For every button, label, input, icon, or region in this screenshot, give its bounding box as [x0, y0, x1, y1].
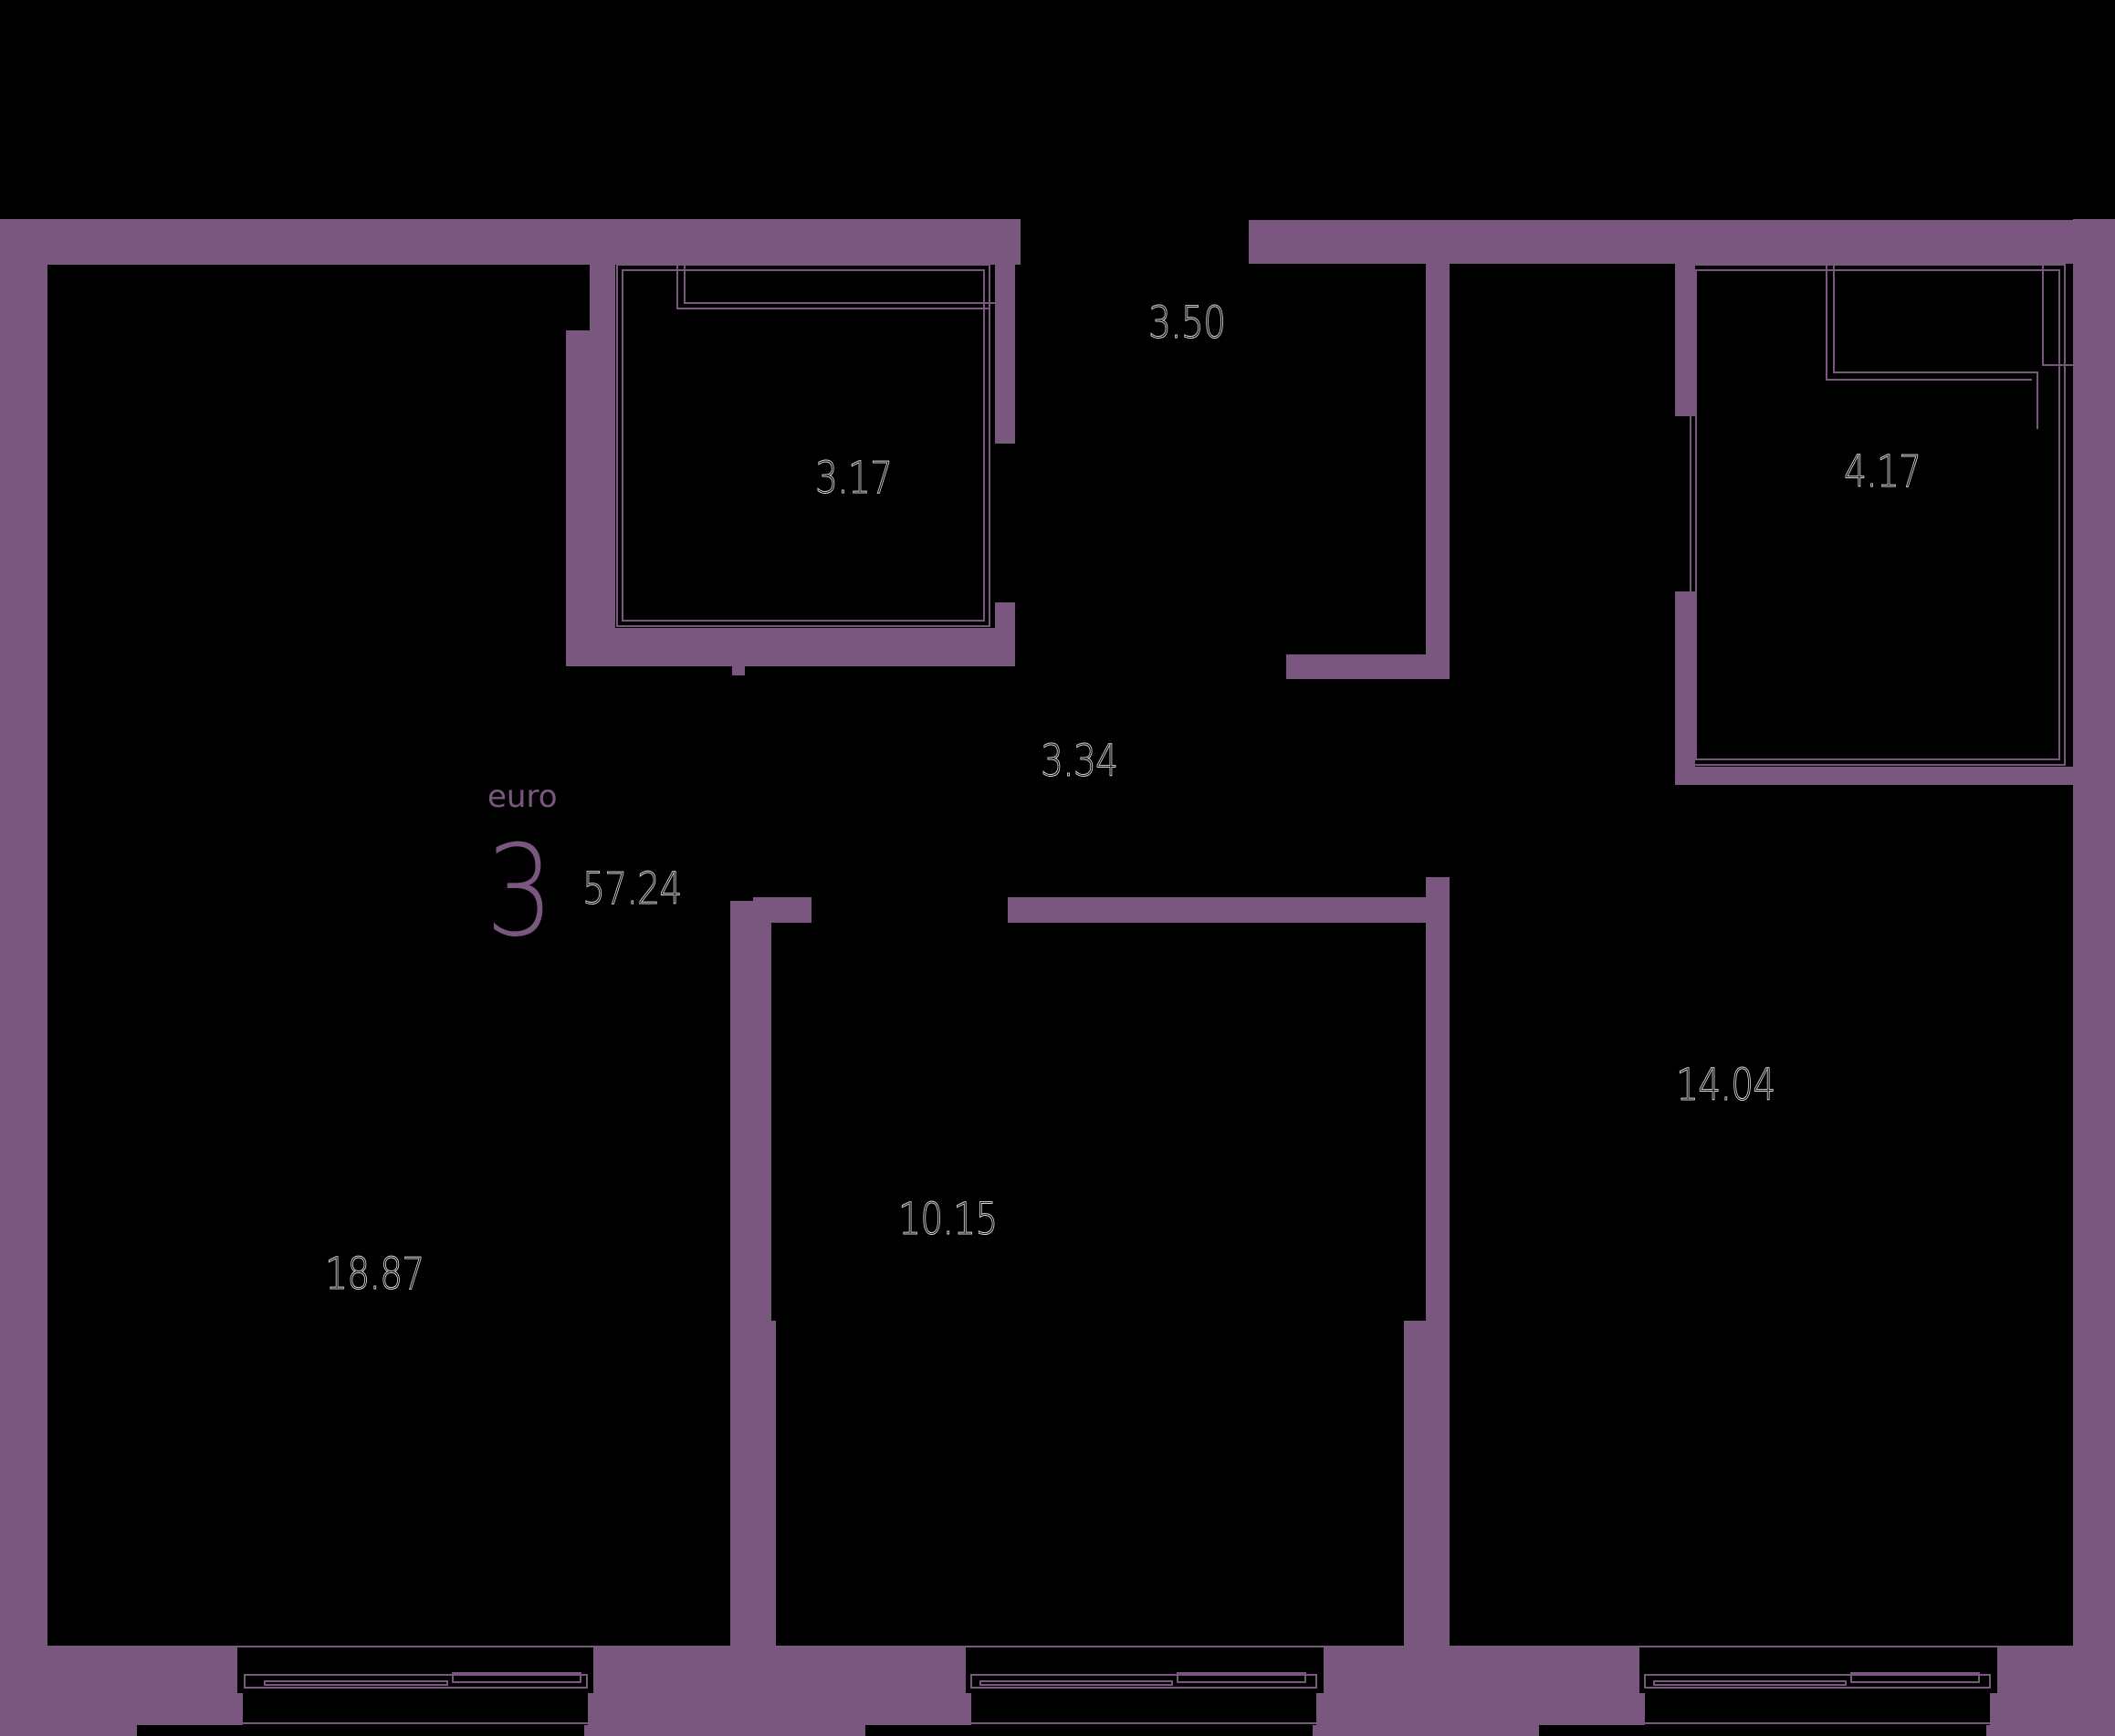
bathroom-1-walls	[566, 261, 1015, 675]
room-count: 3	[486, 818, 554, 965]
bathroom-2-walls	[1675, 261, 2073, 785]
room-area-hallway-entry: 3.50	[1148, 298, 1227, 349]
room-area-bedroom-2: 14.04	[1676, 1060, 1776, 1111]
window-3-shape	[1539, 1647, 1997, 1736]
corridor-walls	[730, 261, 1450, 1646]
bedroom-walls	[741, 901, 2075, 1646]
layout-type-tag: euro	[487, 779, 558, 815]
outer-walls	[0, 219, 2115, 1736]
window-1-shape	[137, 1647, 593, 1736]
total-area-label: 57.24	[582, 863, 683, 915]
window-2-shape	[865, 1647, 1324, 1736]
room-area-bedroom-1: 10.15	[898, 1194, 999, 1245]
room-area-hallway: 3.34	[1041, 736, 1119, 787]
room-area-living-kitchen: 18.87	[325, 1249, 425, 1300]
room-area-bathroom-2: 4.17	[1844, 446, 1922, 497]
room-area-bathroom-1: 3.17	[815, 453, 894, 504]
